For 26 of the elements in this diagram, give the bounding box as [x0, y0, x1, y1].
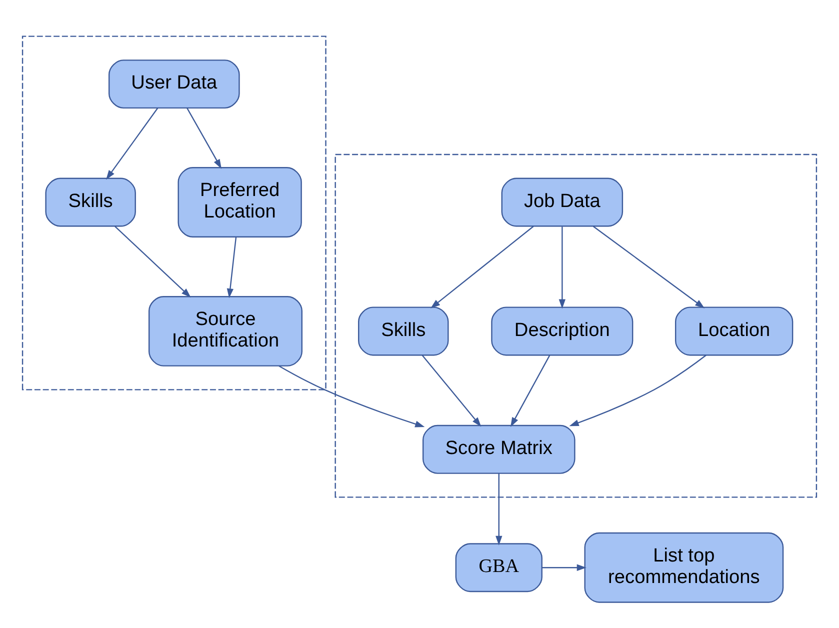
arrow — [496, 472, 502, 545]
arrow — [558, 226, 566, 308]
node-box: GBA — [455, 542, 542, 592]
arrow — [278, 364, 425, 427]
node-box: Preferred Location — [178, 166, 302, 237]
arrow — [430, 225, 534, 308]
arrow — [106, 107, 158, 180]
arrow — [510, 354, 550, 426]
node-box: List top recommendations — [584, 532, 784, 602]
node-box: User Data — [108, 59, 240, 108]
cluster — [334, 153, 818, 498]
cluster — [22, 35, 326, 390]
node-box: Skills — [45, 177, 136, 226]
arrow — [422, 354, 482, 426]
arrow — [114, 225, 191, 298]
arrow — [592, 225, 705, 308]
arrow — [542, 564, 586, 570]
arrow — [226, 236, 237, 298]
node-box: Location — [674, 306, 794, 356]
node-box: Description — [491, 306, 634, 356]
node-box: Source Identification — [148, 296, 302, 366]
node-box: Score Matrix — [422, 424, 576, 474]
node-box: Job Data — [501, 177, 624, 226]
node-box: Skills — [358, 306, 449, 356]
arrow — [186, 107, 222, 168]
arrow — [569, 354, 706, 426]
